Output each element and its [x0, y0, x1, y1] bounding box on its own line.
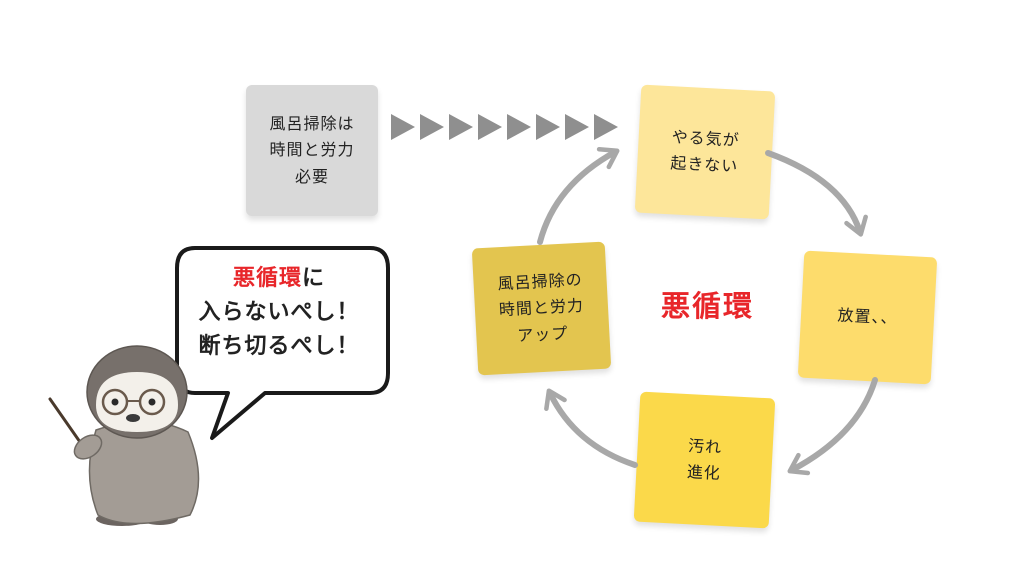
pointer-stick [48, 397, 82, 444]
cycle-arrow-2 [787, 377, 878, 476]
speech-line-1: 悪循環に [168, 262, 390, 296]
start-note: 風呂掃除は 時間と労力 必要 [246, 85, 378, 216]
speech-highlight: 悪循環 [232, 266, 302, 291]
speech-bubble [175, 246, 390, 440]
cycle-arrows [537, 146, 878, 476]
cycle-title: 悪循環 [660, 289, 754, 323]
speech-line-3: 断ち切るぺし！ [198, 334, 360, 360]
chevron-icon [594, 114, 618, 140]
chevron-icon [478, 114, 502, 140]
cycle-arrow-1 [765, 150, 868, 237]
chevron-icon [536, 114, 560, 140]
chevron-icon [449, 114, 473, 140]
chevron-icon [391, 114, 415, 140]
chevron-icon [565, 114, 589, 140]
cycle-arrow-3 [544, 388, 638, 468]
chevron-icon [420, 114, 444, 140]
speech-bubble-text: 悪循環に 入らないぺし！ 断ち切るぺし！ [168, 262, 390, 364]
penguin-arm [73, 434, 103, 460]
speech-line-2: 入らないぺし！ [198, 300, 360, 326]
penguin-beak [126, 414, 140, 422]
chevron-icon [507, 114, 531, 140]
speech-line-1-rest: に [302, 266, 326, 291]
penguin-mascot [48, 345, 200, 526]
start-note-text: 風呂掃除は 時間と労力 必要 [269, 113, 355, 186]
chevron-arrows [391, 114, 618, 140]
cycle-arrow-4 [537, 146, 620, 245]
